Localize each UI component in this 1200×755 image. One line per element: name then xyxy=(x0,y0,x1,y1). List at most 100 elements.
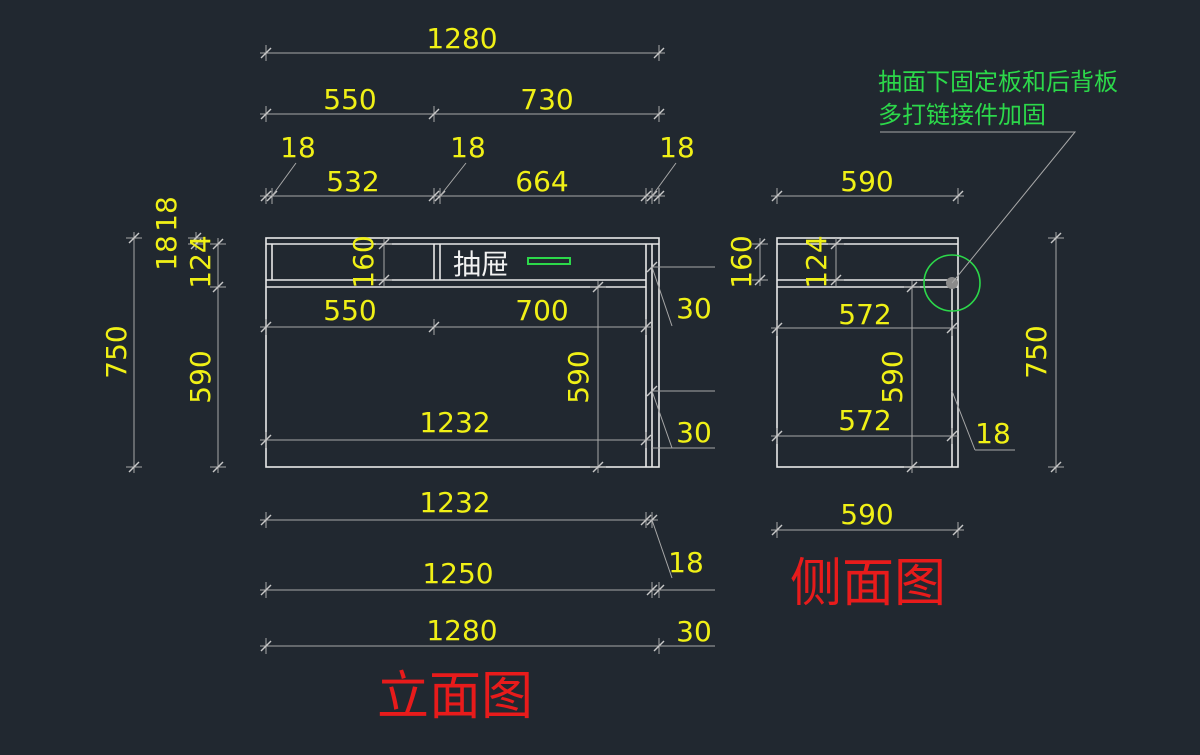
dim-shelf-right-width: 700 xyxy=(515,294,568,327)
dim-top-board-b: 18 xyxy=(150,235,183,271)
dim-side-gap-upper: 30 xyxy=(676,292,712,325)
dimension-line-66 xyxy=(260,434,272,446)
dimension-line-139 xyxy=(952,524,964,536)
dim-lower-height-left: 590 xyxy=(184,350,217,403)
dimension-line-61 xyxy=(592,281,604,293)
dimension-line-128 xyxy=(951,390,976,451)
dim-side-depth-top: 590 xyxy=(840,165,893,198)
dimension-line-32 xyxy=(128,232,140,244)
dimension-line-112 xyxy=(830,274,842,286)
dim-side-total-height: 750 xyxy=(1020,325,1053,378)
dimension-line-46 xyxy=(190,238,202,250)
note-line-2: 多打链接件加固 xyxy=(878,101,1046,129)
dimension-line-34 xyxy=(128,461,140,473)
side-view-outline xyxy=(776,237,959,468)
dimension-line-2 xyxy=(260,47,272,59)
drawer-handle xyxy=(527,257,571,265)
dimension-line-105 xyxy=(754,238,766,250)
dim-right-bay-inner: 664 xyxy=(515,165,568,198)
dimension-line-18 xyxy=(428,190,440,202)
dimension-line-127 xyxy=(946,430,958,442)
dimension-line-51 xyxy=(378,274,390,286)
dimension-line-37 xyxy=(212,238,224,250)
drawer-label: 抽屉 xyxy=(453,248,509,281)
dimension-line-63 xyxy=(592,461,604,473)
dim-total-height-front: 750 xyxy=(100,325,133,378)
dimension-line-7 xyxy=(260,108,272,120)
dim-bottom-total-width: 1280 xyxy=(426,614,497,647)
dim-side-gap-lower: 30 xyxy=(676,416,712,449)
dim-shelf-left-width: 550 xyxy=(323,294,376,327)
dim-left-panel-thickness: 18 xyxy=(280,131,316,164)
dimension-line-11 xyxy=(653,108,665,120)
dim-side-drawer-height: 160 xyxy=(725,235,758,288)
dim-bottom-inner-width: 1232 xyxy=(419,486,490,519)
dimension-line-107 xyxy=(754,274,766,286)
dimension-line-102 xyxy=(952,190,964,202)
dimension-line-39 xyxy=(212,281,224,293)
dim-side-back-thickness: 18 xyxy=(975,417,1011,450)
dimension-line-58 xyxy=(640,321,652,333)
dimension-line-80 xyxy=(640,514,652,526)
dim-bottom-gap: 30 xyxy=(676,615,712,648)
side-view-labels: 抽面下固定板和后背板 多打链接件加固 590 160 124 572 590 5… xyxy=(725,68,1118,614)
dim-side-shelf-depth: 572 xyxy=(838,298,891,331)
dimension-line-74 xyxy=(651,266,673,327)
dimension-line-122 xyxy=(906,461,918,473)
dimension-line-125 xyxy=(771,430,783,442)
dimension-line-85 xyxy=(260,584,272,596)
callout-leader xyxy=(880,131,1077,284)
dimension-lines xyxy=(126,45,1064,654)
dimension-line-14 xyxy=(260,190,272,202)
note-line-1: 抽面下固定板和后背板 xyxy=(878,68,1118,96)
dimension-line-78 xyxy=(260,514,272,526)
side-view-title: 侧面图 xyxy=(790,554,946,614)
dim-right-bay-width: 730 xyxy=(520,83,573,116)
dimension-line-22 xyxy=(640,190,652,202)
dim-top-board-a: 18 xyxy=(150,196,183,232)
dim-side-depth-bottom: 590 xyxy=(840,498,893,531)
dimension-line-29 xyxy=(651,162,677,197)
dimension-line-137 xyxy=(771,524,783,536)
dimension-line-132 xyxy=(1050,232,1062,244)
dim-side-lower-height: 590 xyxy=(876,350,909,403)
dim-side-drawer-inner: 124 xyxy=(800,235,833,288)
dim-divider-thickness: 18 xyxy=(450,131,486,164)
dimension-line-44 xyxy=(190,232,202,244)
reinforcement-callout xyxy=(880,131,1077,312)
dimension-line-95 xyxy=(651,519,673,579)
dimension-line-41 xyxy=(212,461,224,473)
dim-side-bottom-depth: 572 xyxy=(838,404,891,437)
dimension-line-26 xyxy=(653,190,665,202)
dimension-line-92 xyxy=(260,640,272,652)
dim-left-bay-inner: 532 xyxy=(326,165,379,198)
dim-total-width-top: 1280 xyxy=(426,22,497,55)
dimension-line-27 xyxy=(271,162,297,197)
dimension-line-100 xyxy=(771,190,783,202)
dimension-line-110 xyxy=(830,238,842,250)
side-outer-frame xyxy=(776,237,959,468)
dimension-line-9 xyxy=(428,108,440,120)
dimension-line-134 xyxy=(1050,461,1062,473)
dim-bottom-mid-width: 1250 xyxy=(422,557,493,590)
front-view-labels: 1280 550 730 18 18 18 532 664 18 18 124 … xyxy=(100,22,712,727)
front-outer-frame xyxy=(265,237,660,468)
dim-lower-height-inner: 590 xyxy=(562,350,595,403)
dimension-line-87 xyxy=(646,584,658,596)
dimension-line-120 xyxy=(906,281,918,293)
dimension-line-49 xyxy=(378,238,390,250)
dimension-line-4 xyxy=(653,47,665,59)
dim-left-bay-width: 550 xyxy=(323,83,376,116)
callout-circle xyxy=(923,254,981,312)
dim-drawer-height: 124 xyxy=(184,235,217,288)
front-view-outline xyxy=(265,237,660,468)
dim-inner-width: 1232 xyxy=(419,406,490,439)
dim-right-panel-thickness: 18 xyxy=(659,131,695,164)
dimension-line-68 xyxy=(640,434,652,446)
dimension-line-28 xyxy=(439,162,467,197)
dimension-line-54 xyxy=(260,321,272,333)
front-view-title: 立面图 xyxy=(377,667,533,727)
dimension-line-117 xyxy=(946,322,958,334)
dimension-line-75 xyxy=(651,390,673,449)
